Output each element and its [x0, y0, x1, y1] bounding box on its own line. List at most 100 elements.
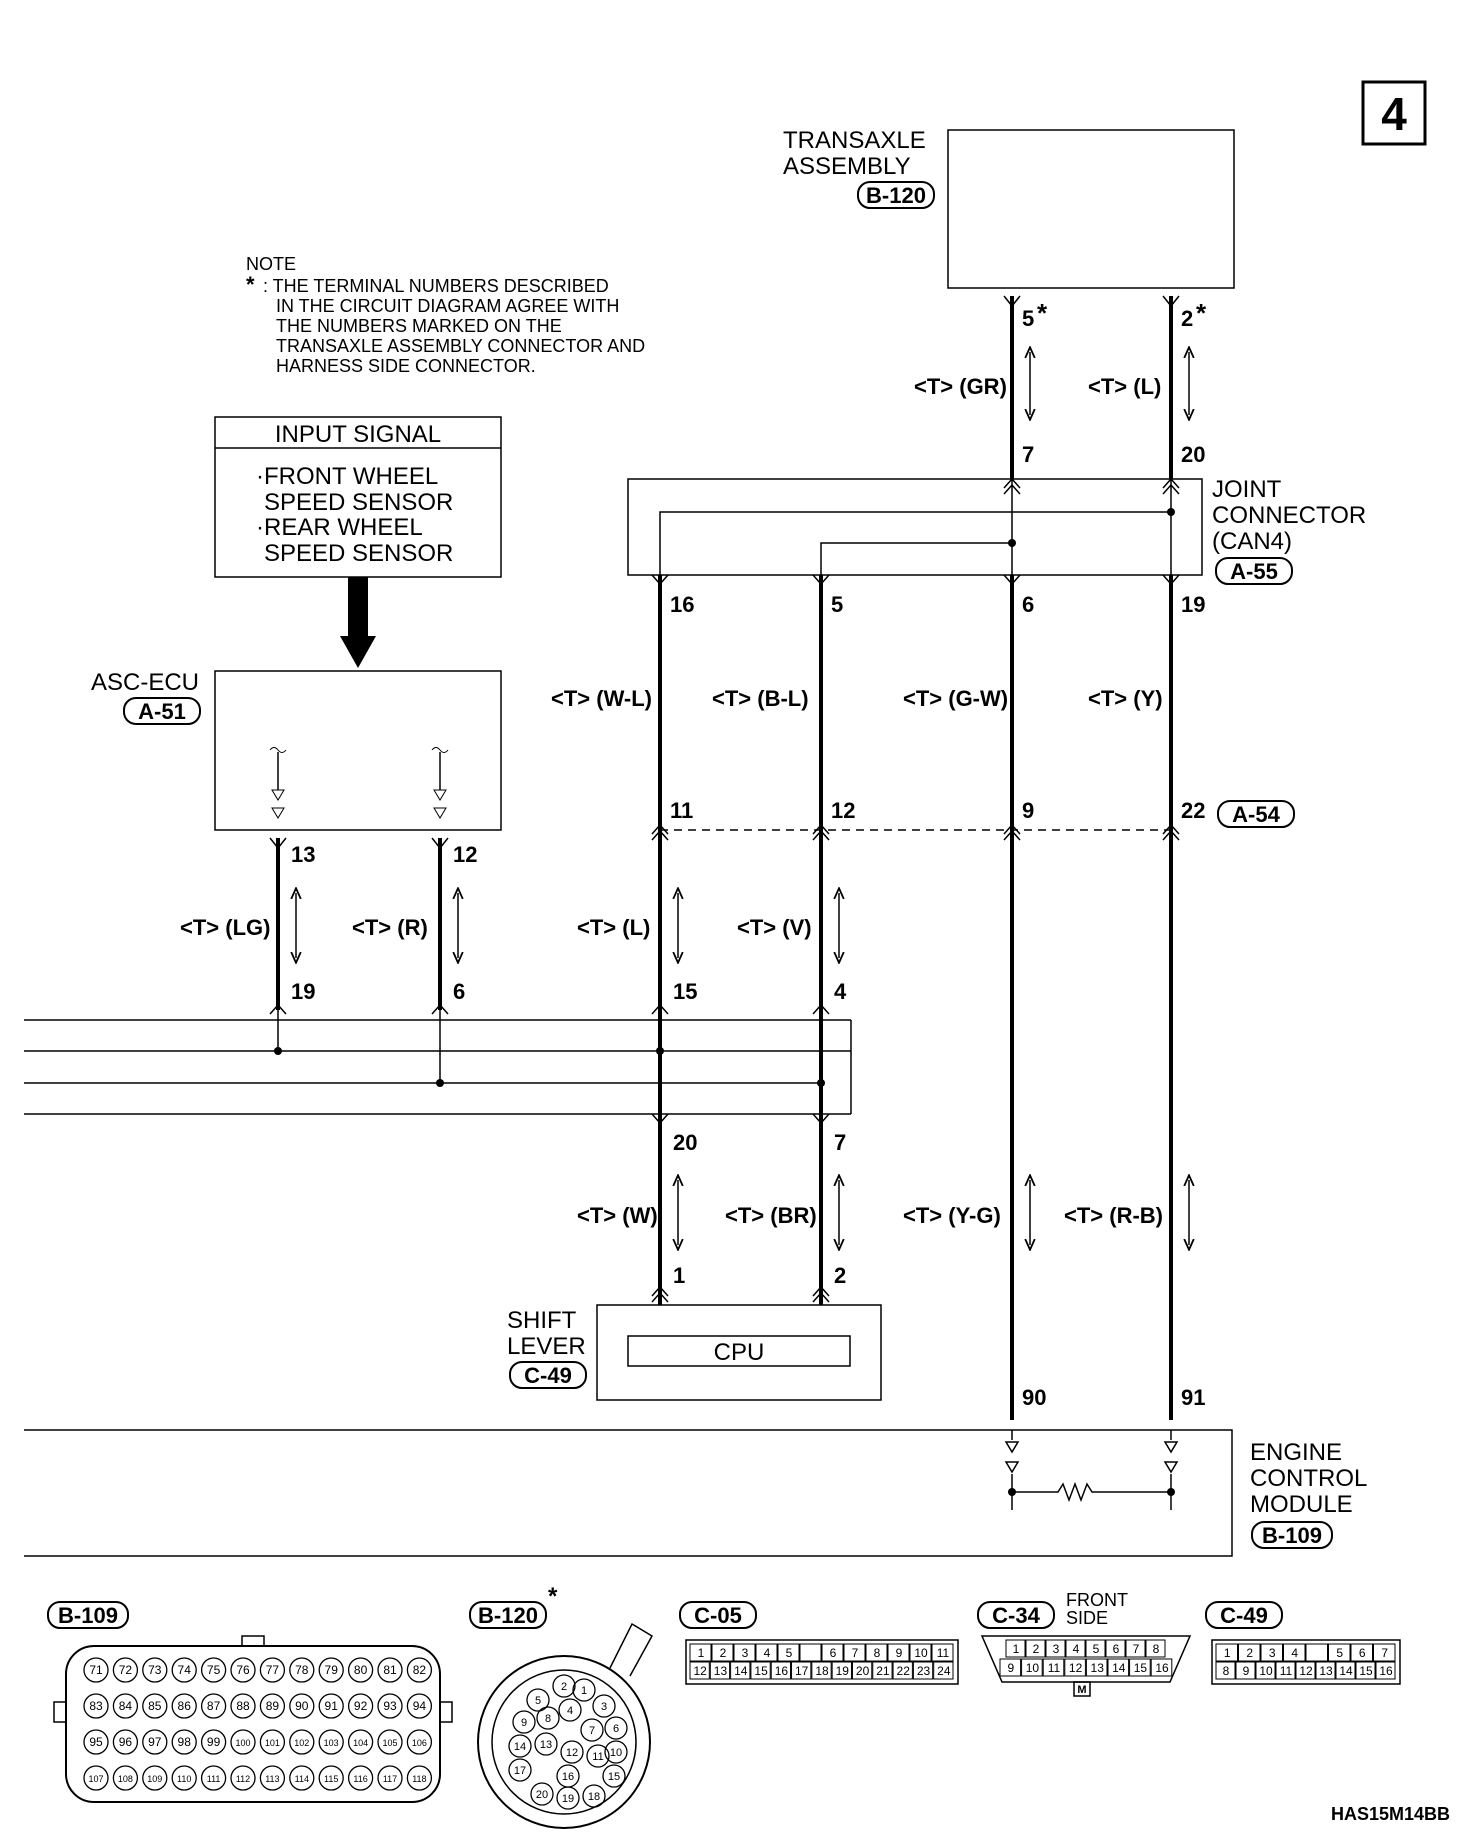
pin-label: 14 [514, 1741, 526, 1753]
pin-cell [865, 1643, 888, 1662]
pin-label: 6 [613, 1723, 619, 1735]
pin-label: 16 [1155, 1661, 1169, 1675]
pin-label: 21 [876, 1664, 890, 1678]
pin-label: 77 [266, 1663, 280, 1677]
svg-text:C-05: C-05 [694, 1603, 742, 1628]
svg-text:C-49: C-49 [1220, 1603, 1268, 1628]
pin-cell [799, 1643, 822, 1662]
pin-label: 84 [119, 1699, 133, 1713]
svg-text:9: 9 [1022, 798, 1034, 823]
pin-label: 23 [917, 1664, 931, 1678]
engine-control-module: ENGINE CONTROL MODULE B-109 [1250, 1439, 1367, 1549]
wire-harness [24, 296, 1233, 1557]
pin-label: 1 [698, 1646, 705, 1660]
pin-label: 98 [178, 1735, 192, 1749]
pin-label: 20 [536, 1789, 548, 1801]
pin-label: 107 [88, 1774, 103, 1784]
pin-cell [843, 1643, 866, 1662]
pin-circle [289, 1765, 315, 1791]
pin-label: 12 [1069, 1661, 1083, 1675]
svg-text:JOINT: JOINT [1212, 476, 1282, 503]
svg-text:INPUT SIGNAL: INPUT SIGNAL [275, 421, 441, 448]
svg-text:TRANSAXLE: TRANSAXLE [783, 127, 926, 154]
pin-circle [347, 1693, 374, 1719]
pin-label: 4 [1291, 1646, 1298, 1660]
pin-circle [230, 1693, 256, 1719]
pin-circle [552, 1674, 576, 1698]
pin-circle [377, 1729, 403, 1755]
pin-circle [406, 1693, 433, 1719]
svg-text:C-34: C-34 [992, 1603, 1040, 1628]
pin-circle [112, 1729, 139, 1755]
pin-circle [142, 1693, 168, 1719]
pin-cell [1260, 1643, 1283, 1662]
svg-text:A-54: A-54 [1232, 802, 1280, 827]
pin-label: 13 [1319, 1664, 1333, 1678]
pin-label: 110 [177, 1774, 191, 1784]
pin-label: 13 [714, 1664, 728, 1678]
pin-circle [580, 1718, 604, 1742]
pin-label: 18 [588, 1791, 600, 1803]
pin-label: 99 [207, 1735, 221, 1749]
svg-text:20: 20 [1181, 442, 1205, 467]
pin-label: 85 [148, 1699, 162, 1713]
pin-label: 115 [324, 1774, 338, 1784]
pin-circle [142, 1657, 168, 1683]
pin-cell [1283, 1643, 1306, 1662]
pin-circle [586, 1744, 610, 1768]
asc-ecu: ASC-ECU A-51 [91, 669, 502, 831]
pin-cell [1021, 1658, 1043, 1677]
svg-text:IN THE CIRCUIT DIAGRAM AGREE W: IN THE CIRCUIT DIAGRAM AGREE WITH [276, 296, 619, 316]
pin-label: 9 [1243, 1664, 1250, 1678]
pin-label: 93 [383, 1699, 397, 1713]
svg-text:91: 91 [1181, 1385, 1205, 1410]
svg-text:6: 6 [1022, 592, 1034, 617]
pin-label: 72 [119, 1663, 133, 1677]
svg-text:<T> (R): <T> (R) [352, 915, 428, 940]
pin-cell [1315, 1661, 1336, 1680]
pin-label: 2 [1246, 1646, 1253, 1660]
pin-circle [289, 1657, 315, 1683]
pin-circle [289, 1693, 315, 1719]
pin-cell [1125, 1639, 1146, 1658]
pin-label: 9 [896, 1646, 903, 1660]
pin-label: 91 [325, 1699, 339, 1713]
pin-label: 82 [413, 1663, 427, 1677]
pin-label: 81 [383, 1663, 397, 1677]
note-block: NOTE * : THE TERMINAL NUMBERS DESCRIBED … [246, 254, 645, 376]
svg-text:12: 12 [453, 842, 477, 867]
pin-cell [1305, 1643, 1328, 1662]
pin-label: 7 [1133, 1642, 1140, 1656]
pin-label: 80 [354, 1663, 368, 1677]
pin-label: 76 [236, 1663, 250, 1677]
pin-cell [733, 1643, 756, 1662]
svg-text:(CAN4): (CAN4) [1212, 528, 1292, 555]
pin-cell [821, 1643, 844, 1662]
pin-circle [200, 1693, 227, 1719]
pin-label: 4 [764, 1646, 771, 1660]
pin-circle [508, 1758, 532, 1782]
connector-symbols [269, 295, 1180, 1474]
pin-circle [171, 1729, 197, 1755]
pin-cell [887, 1643, 910, 1662]
pin-circle [530, 1782, 554, 1806]
pin-label: 5 [1336, 1646, 1343, 1660]
pin-circle [318, 1657, 344, 1683]
pin-circle [512, 1710, 536, 1734]
pin-cell [1235, 1661, 1256, 1680]
pin-cell [1215, 1643, 1238, 1662]
pin-cell [1215, 1661, 1236, 1680]
pin-label: 10 [1026, 1661, 1040, 1675]
pin-label: 2 [720, 1646, 727, 1660]
svg-text:<T> (W-L): <T> (W-L) [551, 686, 652, 711]
pin-circle [347, 1657, 374, 1683]
pin-label: 8 [1153, 1642, 1160, 1656]
pin-cell [1145, 1639, 1166, 1658]
pin-cell [689, 1643, 712, 1662]
pin-cell [1150, 1658, 1173, 1677]
pin-label: 105 [382, 1738, 397, 1748]
pin-cell [1085, 1658, 1108, 1677]
